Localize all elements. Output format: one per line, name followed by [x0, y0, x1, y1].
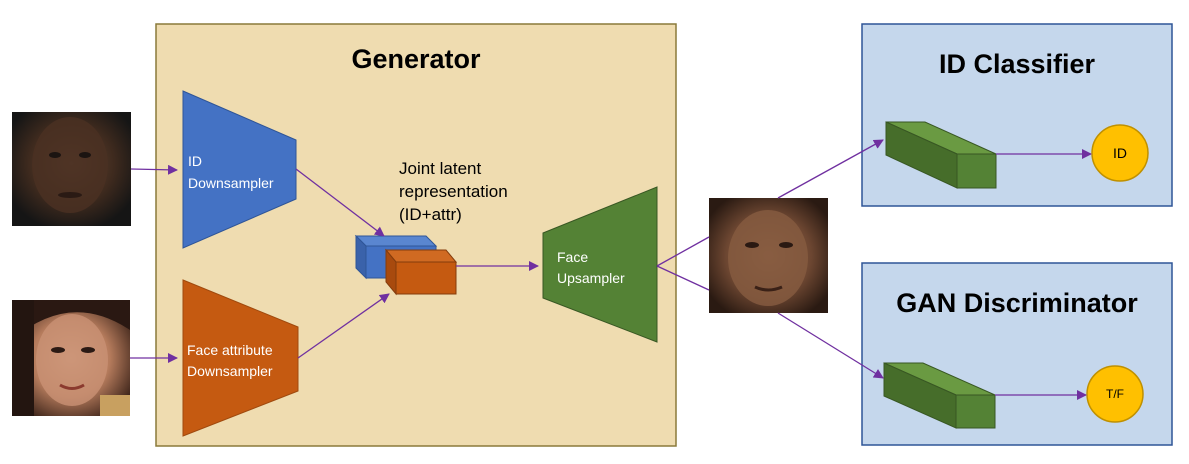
- face-upsampler-label-line1: Face: [557, 249, 588, 265]
- joint-latent-label-line3: (ID+attr): [399, 205, 462, 224]
- arrow-attr-downsampler-to-latent: [297, 293, 390, 359]
- generator-title: Generator: [351, 44, 481, 74]
- tf-output-label: T/F: [1106, 387, 1124, 401]
- face-attribute-downsampler: Face attribute Downsampler: [182, 279, 299, 437]
- id-downsampler: ID Downsampler: [182, 90, 297, 249]
- generated-face-image: [709, 198, 828, 313]
- face-upsampler: Face Upsampler: [542, 186, 658, 343]
- line-upsampler-to-generated-face-top: [656, 236, 710, 267]
- line-upsampler-to-generated-face-bottom: [656, 265, 710, 291]
- arrow-id-downsampler-to-latent: [295, 168, 385, 237]
- joint-latent-label-line2: representation: [399, 182, 508, 201]
- id-output-label: ID: [1113, 145, 1127, 161]
- joint-latent-label: Joint latent representation (ID+attr): [399, 159, 508, 224]
- joint-latent-label-line1: Joint latent: [399, 159, 481, 178]
- id-downsampler-label-line2: Downsampler: [188, 175, 274, 191]
- tf-output-node: T/F: [1086, 365, 1144, 423]
- joint-latent-blocks: [354, 234, 458, 296]
- id-output-node: ID: [1091, 124, 1149, 182]
- id-downsampler-label-line1: ID: [188, 153, 202, 169]
- id-classifier-feature-block: [885, 121, 997, 189]
- gan-discriminator-title: GAN Discriminator: [896, 288, 1138, 318]
- face-attribute-downsampler-label-line2: Downsampler: [187, 363, 273, 379]
- face-upsampler-label-line2: Upsampler: [557, 270, 625, 286]
- attribute-latent-block: [384, 248, 458, 296]
- arrow-generated-to-id-classifier: [777, 139, 884, 199]
- face-attribute-downsampler-label-line1: Face attribute: [187, 342, 273, 358]
- id-classifier-title: ID Classifier: [939, 49, 1096, 79]
- connection-arrows: [130, 139, 1092, 400]
- gan-discriminator-feature-block: [883, 362, 996, 429]
- input-face-attribute-image: [12, 300, 130, 416]
- arrow-face1-to-id-downsampler: [130, 164, 178, 175]
- input-face-id-image: [12, 112, 131, 226]
- arrow-generated-to-discriminator: [777, 312, 884, 379]
